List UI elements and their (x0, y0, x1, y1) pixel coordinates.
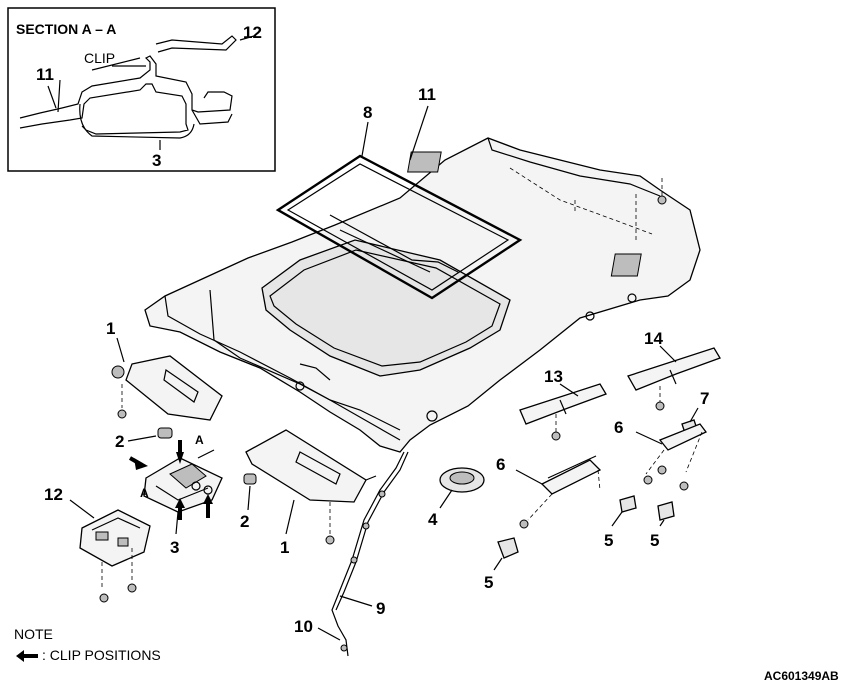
section-inset-frame (7, 7, 276, 172)
bracket-13 (519, 383, 607, 441)
headlining-panel (144, 137, 701, 453)
dome-light (143, 457, 223, 513)
sun-visor-left (111, 355, 223, 421)
label-10: 10 (294, 617, 313, 636)
clip-arrow-icon (203, 494, 213, 504)
label-13: 13 (544, 367, 563, 386)
label-14: 14 (644, 329, 663, 348)
marker-a-top: A (195, 433, 204, 447)
note-title: NOTE (14, 626, 53, 642)
note-row: : CLIP POSITIONS (14, 645, 161, 666)
label-7: 7 (700, 389, 709, 408)
screw-icon (551, 431, 561, 441)
assist-grip-center (519, 455, 602, 529)
sunroof-weatherstrip (275, 154, 523, 300)
clip-arrow-icon (175, 498, 185, 508)
figure-code: AC601349AB (764, 669, 839, 683)
note-legend: NOTE : CLIP POSITIONS (14, 624, 161, 666)
screw-icon (117, 409, 127, 419)
label-6-center: 6 (496, 455, 505, 474)
label-2-right: 2 (240, 512, 249, 531)
screw-icon (325, 535, 335, 545)
screw-icon (519, 519, 529, 529)
section-label-12: 12 (243, 23, 262, 42)
visor-holder-left (157, 427, 173, 439)
label-1-right: 1 (280, 538, 289, 557)
label-1-left: 1 (106, 319, 115, 338)
section-label-11: 11 (36, 65, 54, 84)
cap-right-1 (619, 495, 637, 513)
label-11: 11 (418, 85, 436, 104)
section-label-3: 3 (152, 151, 161, 170)
note-clip-positions: : CLIP POSITIONS (42, 647, 161, 663)
marker-a-left: A (140, 486, 149, 500)
clip-arrow-icon (176, 440, 184, 464)
screw-icon (643, 475, 653, 485)
control-module (79, 509, 151, 603)
screw-icon (655, 401, 665, 411)
clip-arrow-icon (16, 649, 38, 662)
screw-icon (679, 481, 689, 491)
screw-icon (127, 583, 137, 593)
label-9: 9 (376, 599, 385, 618)
visor-holder-right (243, 473, 257, 485)
cap-right-2 (657, 501, 675, 521)
section-inset: SECTION A – A CLIP 12 11 3 (7, 7, 276, 172)
label-8: 8 (363, 103, 372, 122)
screw-icon (657, 465, 667, 475)
label-5-center: 5 (484, 573, 493, 592)
label-3: 3 (170, 538, 179, 557)
map-light (439, 467, 485, 493)
label-4: 4 (428, 510, 438, 529)
label-5-right-2: 5 (650, 531, 659, 550)
clip-arrows (128, 440, 215, 520)
label-5-right-1: 5 (604, 531, 613, 550)
label-2-left: 2 (115, 432, 124, 451)
roof-harness (331, 451, 409, 657)
label-6-right: 6 (614, 418, 623, 437)
sun-visor-right (245, 429, 377, 545)
fastener-icon (657, 195, 667, 205)
assist-grip-right (643, 423, 707, 491)
cap-center (497, 537, 519, 559)
visor-pivot-icon (111, 365, 125, 379)
clip-caption: CLIP (84, 50, 115, 66)
bracket-14 (627, 347, 721, 411)
screw-icon (99, 593, 109, 603)
section-title: SECTION A – A (16, 21, 116, 37)
label-12: 12 (44, 485, 63, 504)
